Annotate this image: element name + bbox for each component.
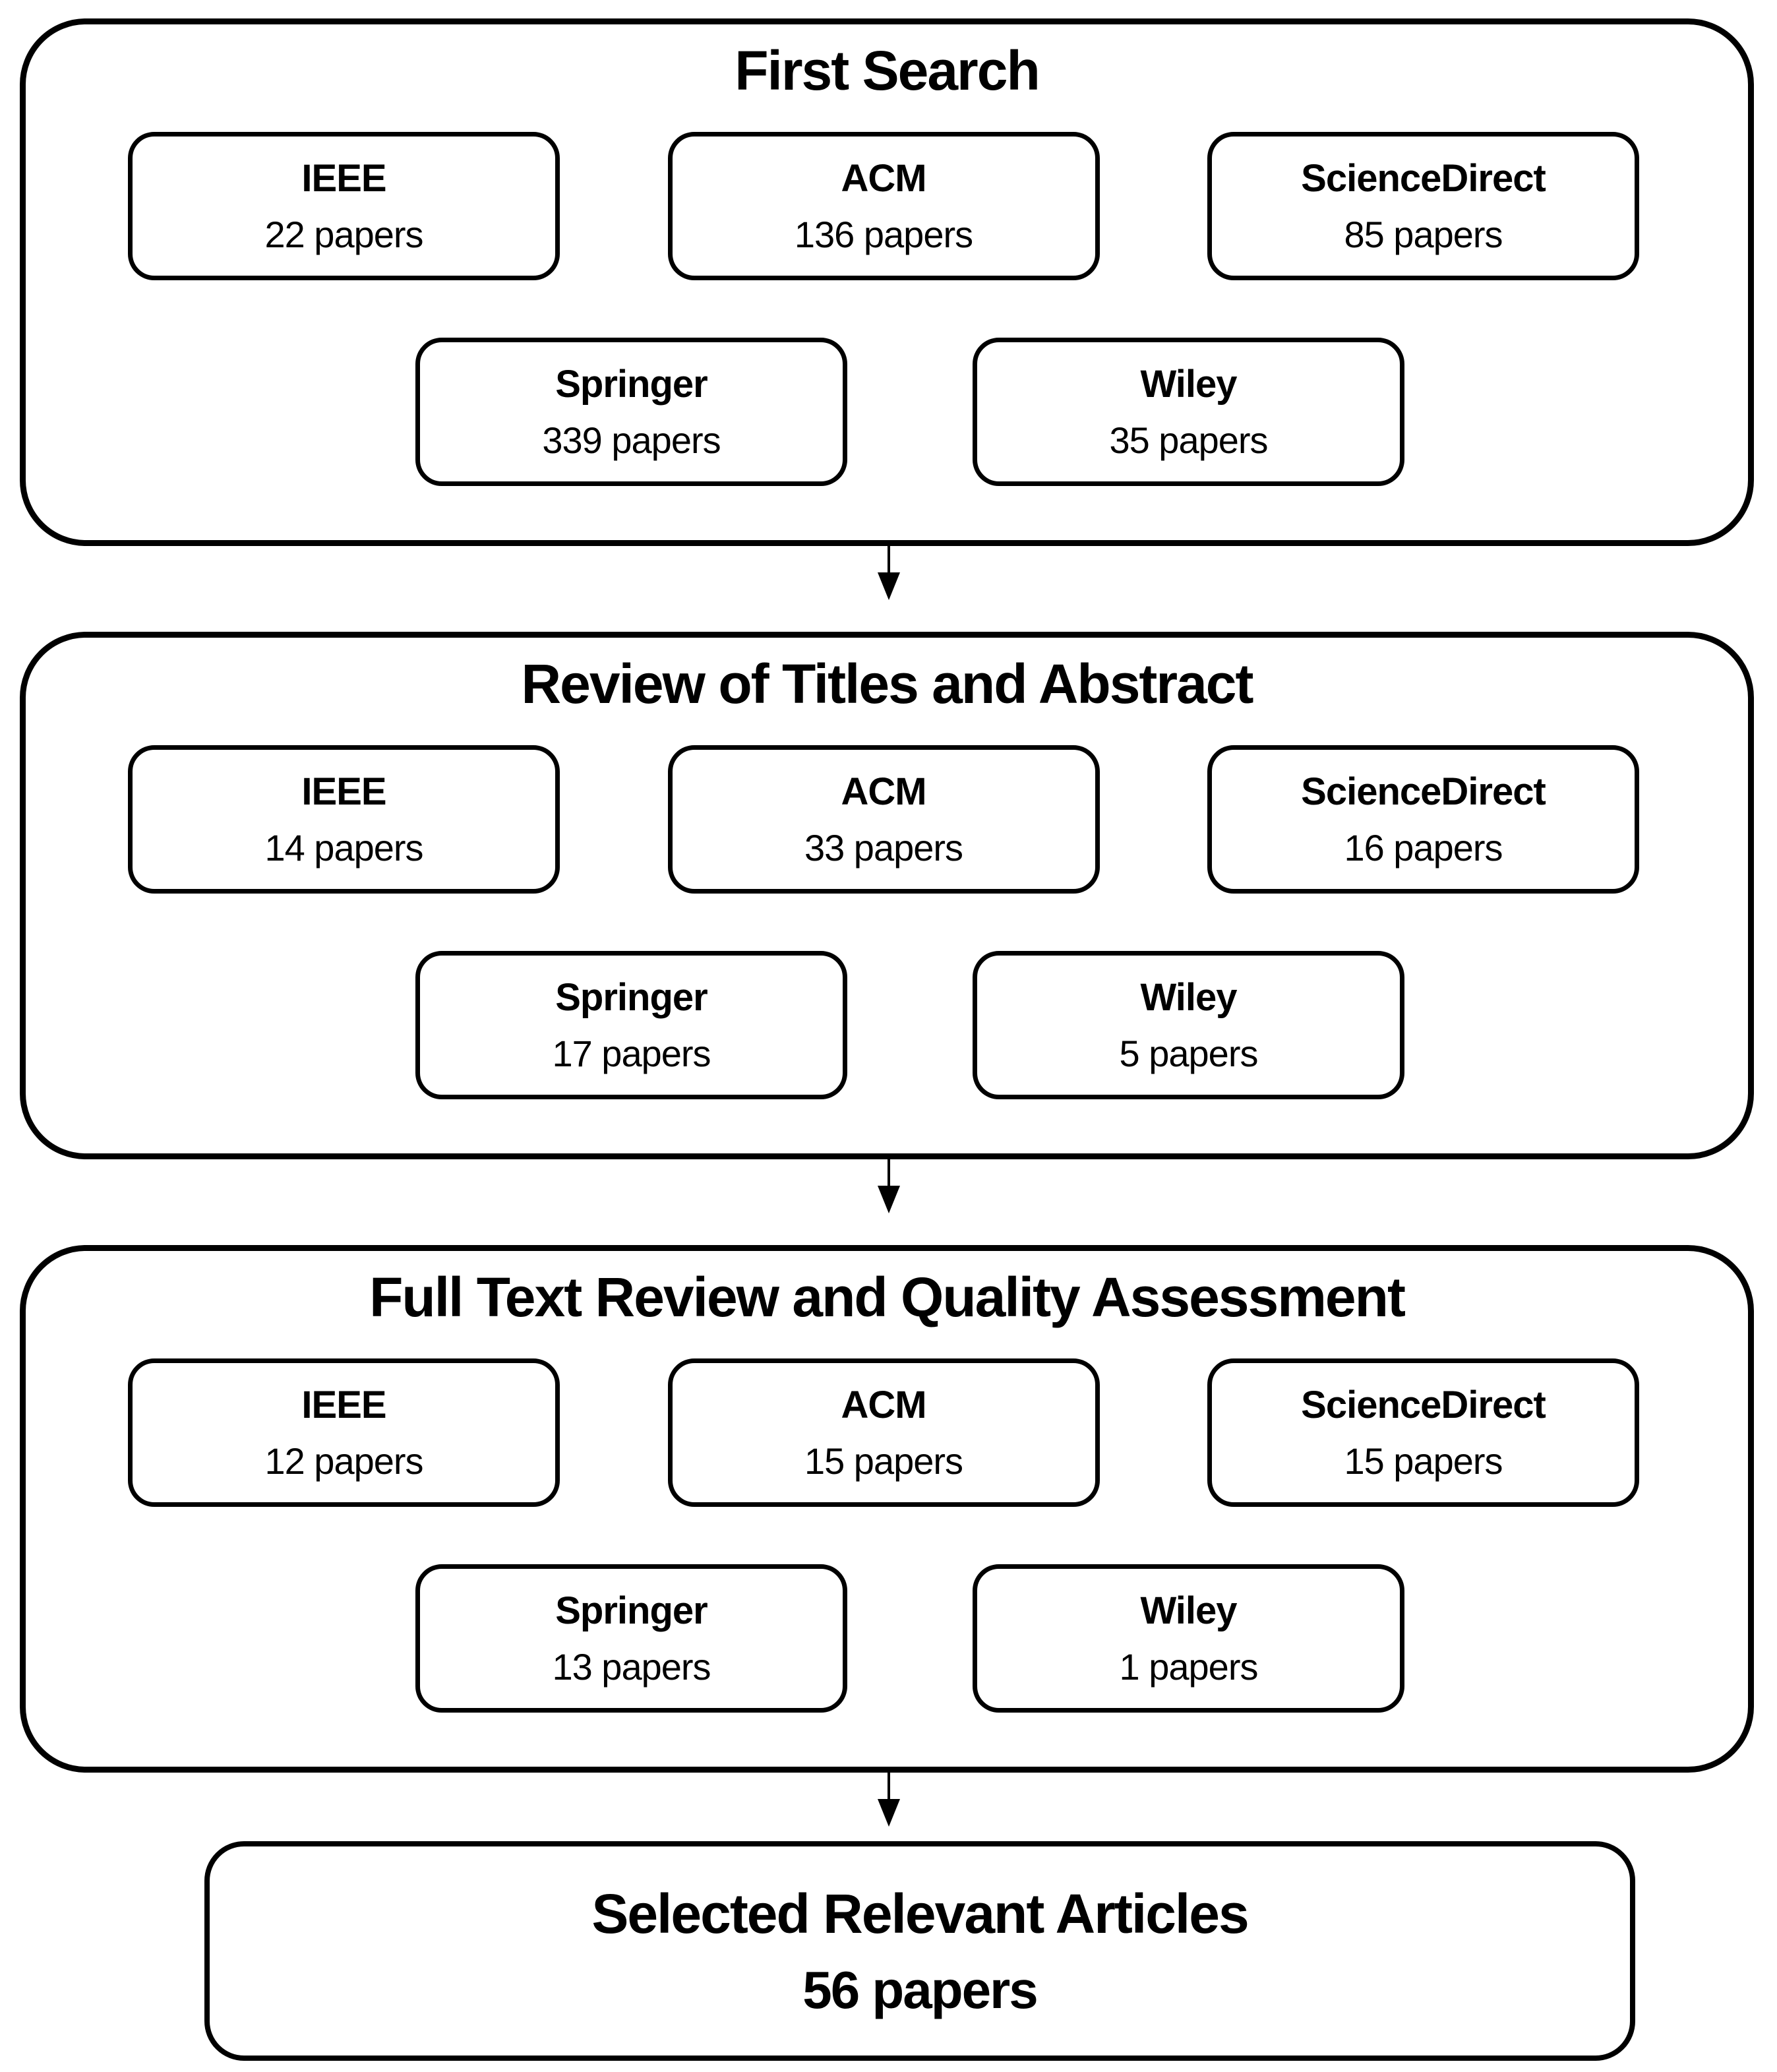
source-name: Wiley: [1140, 362, 1238, 406]
down-arrow-icon: [878, 546, 900, 600]
source-name: Springer: [555, 362, 708, 406]
source-count: 13 papers: [552, 1645, 711, 1688]
source-box-springer: Springer 17 papers: [415, 951, 847, 1099]
stage-box-first-search: First Search IEEE 22 papers ACM 136 pape…: [20, 18, 1754, 546]
arrow-head: [878, 1799, 900, 1827]
source-count: 5 papers: [1119, 1032, 1259, 1074]
source-box-ieee: IEEE 22 papers: [128, 132, 560, 280]
result-title: Selected Relevant Articles: [591, 1882, 1249, 1945]
source-name: Wiley: [1140, 1589, 1238, 1632]
source-box-sciencedirect: ScienceDirect 85 papers: [1207, 132, 1639, 280]
source-count: 339 papers: [542, 419, 721, 461]
source-box-acm: ACM 33 papers: [667, 745, 1100, 894]
source-name: Wiley: [1140, 975, 1238, 1019]
source-name: IEEE: [301, 770, 386, 813]
source-box-wiley: Wiley 1 papers: [973, 1564, 1404, 1713]
source-count: 12 papers: [264, 1440, 423, 1482]
stage-box-full-text-review: Full Text Review and Quality Assessment …: [20, 1245, 1754, 1773]
stage-row: Springer 339 papers Wiley 35 papers: [72, 338, 1748, 486]
source-count: 136 papers: [794, 213, 973, 255]
source-count: 17 papers: [552, 1032, 711, 1074]
source-count: 35 papers: [1109, 419, 1268, 461]
source-name: ACM: [841, 1383, 926, 1426]
arrow-shaft: [888, 1773, 890, 1799]
source-box-acm: ACM 15 papers: [667, 1358, 1100, 1507]
arrow-head: [878, 572, 900, 600]
source-box-sciencedirect: ScienceDirect 16 papers: [1207, 745, 1639, 894]
source-box-wiley: Wiley 35 papers: [973, 338, 1404, 486]
source-box-ieee: IEEE 14 papers: [128, 745, 560, 894]
source-box-springer: Springer 339 papers: [415, 338, 847, 486]
stage-title: Full Text Review and Quality Assessment: [369, 1266, 1406, 1328]
source-name: Springer: [555, 975, 708, 1019]
stage-row: Springer 17 papers Wiley 5 papers: [72, 951, 1748, 1099]
source-box-ieee: IEEE 12 papers: [128, 1358, 560, 1507]
source-count: 22 papers: [264, 213, 423, 255]
source-box-springer: Springer 13 papers: [415, 1564, 847, 1713]
source-box-wiley: Wiley 5 papers: [973, 951, 1404, 1099]
stage-row: IEEE 22 papers ACM 136 papers ScienceDir…: [128, 132, 1639, 280]
arrow-shaft: [888, 546, 890, 572]
stage-row: IEEE 12 papers ACM 15 papers ScienceDire…: [128, 1358, 1639, 1507]
source-name: IEEE: [301, 1383, 386, 1426]
stage-title: Review of Titles and Abstract: [521, 653, 1254, 715]
source-box-sciencedirect: ScienceDirect 15 papers: [1207, 1358, 1639, 1507]
down-arrow-icon: [878, 1773, 900, 1827]
source-name: ScienceDirect: [1301, 1383, 1546, 1426]
result-box-selected-articles: Selected Relevant Articles 56 papers: [204, 1841, 1635, 2061]
source-count: 1 papers: [1119, 1645, 1259, 1688]
stage-row: Springer 13 papers Wiley 1 papers: [72, 1564, 1748, 1713]
source-name: Springer: [555, 1589, 708, 1632]
source-count: 16 papers: [1344, 826, 1503, 868]
source-name: IEEE: [301, 156, 386, 200]
source-count: 15 papers: [1344, 1440, 1503, 1482]
arrow-shaft: [888, 1159, 890, 1186]
source-count: 14 papers: [264, 826, 423, 868]
source-name: ACM: [841, 156, 926, 200]
arrow-head: [878, 1186, 900, 1213]
source-name: ScienceDirect: [1301, 770, 1546, 813]
result-count: 56 papers: [802, 1960, 1039, 2019]
source-count: 33 papers: [804, 826, 963, 868]
stage-row: IEEE 14 papers ACM 33 papers ScienceDire…: [128, 745, 1639, 894]
source-name: ACM: [841, 770, 926, 813]
source-count: 85 papers: [1344, 213, 1503, 255]
source-count: 15 papers: [804, 1440, 963, 1482]
stage-title: First Search: [735, 40, 1040, 102]
down-arrow-icon: [878, 1159, 900, 1213]
source-box-acm: ACM 136 papers: [667, 132, 1100, 280]
source-name: ScienceDirect: [1301, 156, 1546, 200]
stage-box-title-abstract-review: Review of Titles and Abstract IEEE 14 pa…: [20, 632, 1754, 1159]
